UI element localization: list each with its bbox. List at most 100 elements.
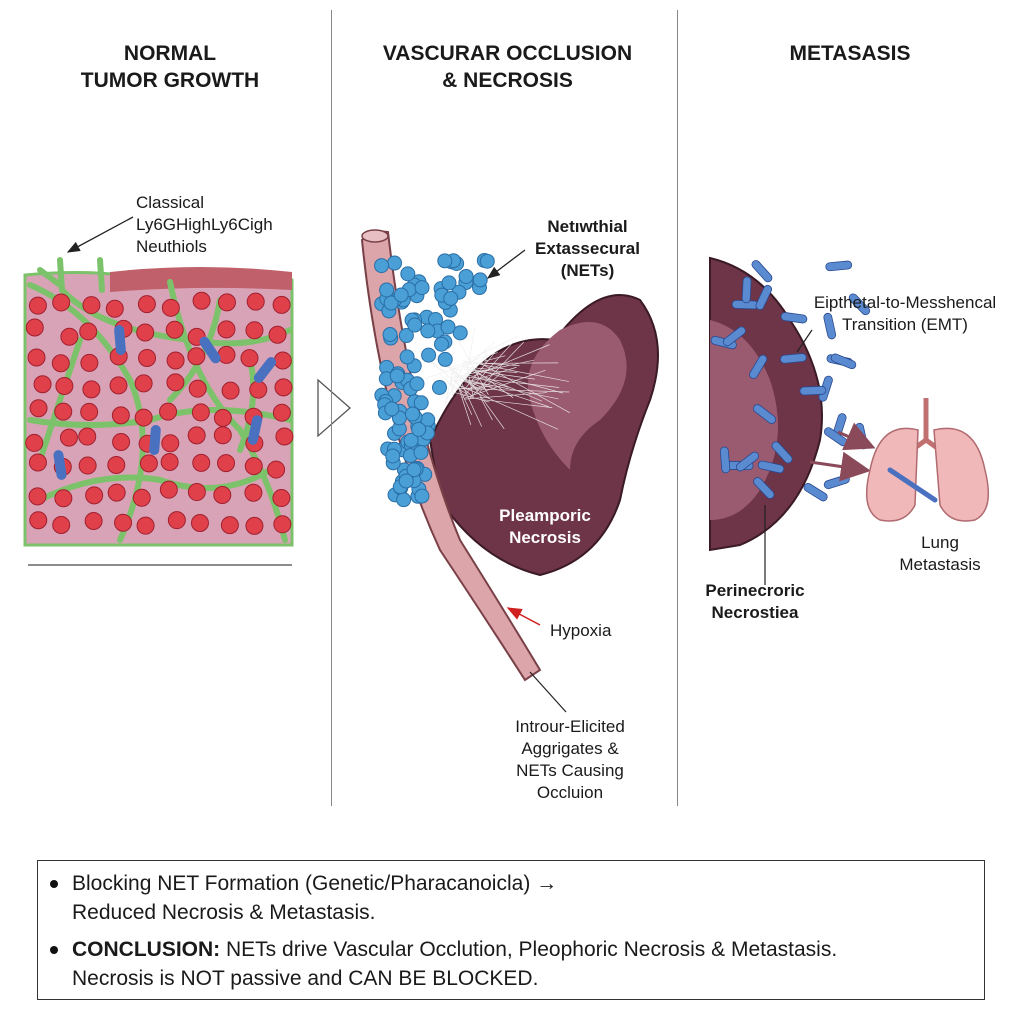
migrating-cell — [779, 353, 807, 364]
red-blood-cell — [80, 402, 99, 421]
net-cell — [387, 255, 403, 271]
red-blood-cell — [192, 453, 211, 472]
red-blood-cell — [25, 433, 44, 452]
net-fiber — [483, 399, 553, 408]
red-blood-cell — [78, 456, 97, 475]
migrating-cell — [823, 312, 837, 340]
red-blood-cell — [29, 399, 48, 418]
red-blood-cell — [221, 381, 240, 400]
red-blood-cell — [244, 483, 263, 502]
panel-title-normal: NORMAL TUMOR GROWTH — [40, 40, 300, 94]
label-line: Lung — [921, 533, 959, 552]
migrating-cell — [799, 385, 827, 396]
net-cell — [403, 432, 419, 448]
net-fiber — [458, 389, 472, 425]
label-line: Necrostiea — [711, 603, 799, 622]
red-blood-cell — [275, 427, 294, 446]
red-blood-cell — [54, 402, 73, 421]
net-fiber — [444, 368, 454, 405]
label-line: Eipthetal-to-Messhencal — [813, 293, 997, 312]
red-blood-cell — [161, 434, 180, 453]
net-cell — [409, 376, 425, 392]
metastasis-arrow-1 — [837, 422, 876, 451]
red-blood-cell — [187, 483, 206, 502]
net-fiber — [470, 367, 488, 370]
net-fiber — [463, 373, 509, 388]
red-blood-cell — [220, 516, 239, 535]
net-cell — [385, 448, 401, 464]
net-fiber — [465, 327, 475, 381]
red-blood-cell — [187, 347, 206, 366]
net-fiber — [479, 356, 485, 363]
bullet-text: Necrosis is NOT passive and CAN BE BLOCK… — [72, 967, 539, 990]
red-blood-cell — [268, 325, 287, 344]
label-line: Aggrigates & — [521, 739, 619, 758]
red-blood-cell — [244, 457, 263, 476]
red-blood-cell — [187, 426, 206, 445]
red-blood-cell — [28, 453, 47, 472]
red-blood-cell — [134, 374, 153, 393]
necrotic-core — [528, 322, 627, 470]
label-line: Classical — [136, 193, 205, 212]
net-fiber — [470, 366, 517, 382]
panel-divider — [677, 10, 678, 806]
net-cell — [404, 406, 420, 422]
net-cell — [406, 462, 422, 478]
label-line: (NETs) — [560, 261, 615, 280]
lung-metastasis-label: Lung Metastasis — [880, 532, 1000, 576]
net-fiber — [459, 384, 559, 430]
hypoxia-arrow — [506, 607, 541, 626]
net-fiber — [461, 340, 515, 399]
emt-label: Eipthetal-to-Messhencal Transition (EMT) — [790, 292, 1020, 336]
migrating-cell — [848, 293, 871, 316]
net-cell — [399, 349, 415, 365]
red-blood-cell — [217, 293, 236, 312]
red-blood-cell — [272, 403, 291, 422]
red-blood-cell — [245, 321, 264, 340]
net-cell — [413, 444, 429, 460]
red-blood-cell — [188, 379, 207, 398]
net-cell — [398, 473, 414, 489]
red-blood-cell — [272, 489, 291, 508]
net-cell — [374, 258, 390, 274]
net-cell — [437, 253, 453, 269]
metastasis-arrow-2 — [809, 451, 871, 482]
net-cell — [379, 282, 395, 298]
aggregates-label: Introur-Elicited Aggrigates & NETs Causi… — [495, 716, 645, 804]
migrating-cell — [751, 260, 773, 283]
nets-pointer-arrow — [486, 249, 526, 279]
lung-icon — [865, 398, 990, 522]
red-blood-cell — [52, 515, 71, 534]
net-cell — [433, 336, 449, 352]
migrating-cell — [753, 404, 777, 424]
label-line: Netıwthial — [547, 217, 628, 236]
net-fiber — [464, 352, 496, 390]
emt-pointer-line — [796, 329, 813, 353]
red-blood-cell — [111, 406, 130, 425]
migrating-cell — [755, 284, 773, 310]
label-line: Neuthiols — [136, 237, 207, 256]
label-line: Occluion — [536, 783, 604, 802]
migrating-cell — [741, 276, 752, 304]
migrating-cell — [722, 326, 746, 347]
net-fiber — [462, 360, 569, 382]
red-blood-cell — [136, 323, 155, 342]
neutrophil — [199, 336, 221, 364]
net-fiber — [479, 396, 493, 421]
net-fiber — [452, 385, 494, 391]
migrating-cell — [780, 312, 808, 324]
red-blood-cell — [217, 345, 236, 364]
conclusion-heading: CONCLUSION: — [72, 938, 221, 961]
red-blood-cell — [79, 322, 98, 341]
red-blood-cell — [80, 353, 99, 372]
net-cell — [420, 323, 436, 339]
net-fiber — [455, 388, 570, 393]
aggregates-pointer-line — [529, 671, 567, 713]
bullet-icon — [50, 880, 58, 888]
red-blood-cell — [112, 432, 131, 451]
neutrophil — [114, 325, 126, 355]
red-blood-cell — [132, 488, 151, 507]
net-fiber — [474, 362, 520, 367]
bullet-icon — [50, 946, 58, 954]
